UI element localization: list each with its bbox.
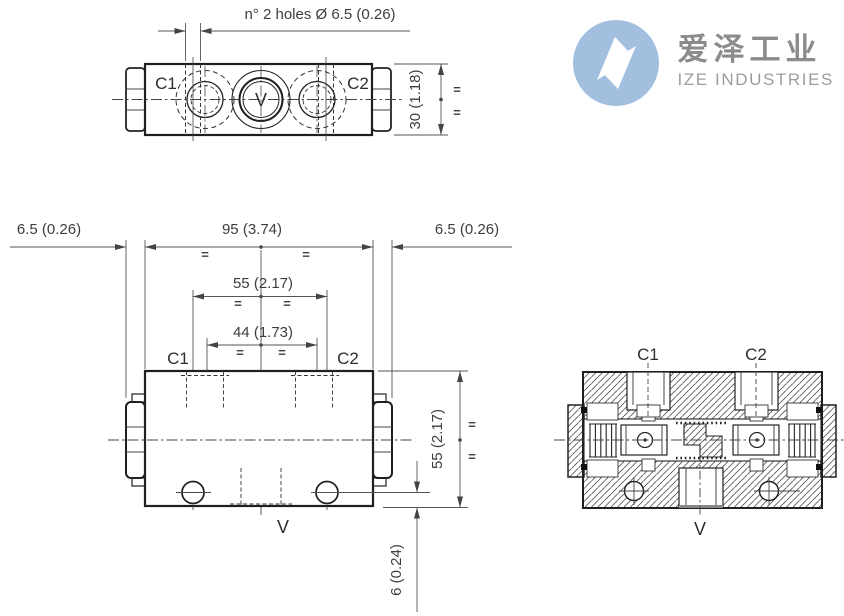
front-hole-spacing-dim-label: 55 (2.17): [233, 275, 293, 292]
top-port-c2-label: C2: [347, 74, 369, 93]
equal-mark: =: [468, 449, 476, 464]
section-port-v-label: V: [694, 519, 706, 539]
top-holes-dim-label: n° 2 holes Ø 6.5 (0.26): [244, 6, 395, 23]
watermark-text: 爱泽工业 IZE INDUSTRIES: [677, 34, 834, 90]
brand-name-cn: 爱泽工业: [677, 32, 822, 68]
top-view: n° 2 holes Ø 6.5 (0.26) 30 (1.18) = = C1…: [112, 6, 461, 141]
brand-name-en: IZE INDUSTRIES: [677, 69, 834, 89]
front-height-dim-label: 55 (2.17): [429, 409, 446, 469]
front-width-dim-label: 95 (3.74): [222, 221, 282, 238]
equal-mark: =: [283, 296, 291, 311]
section-port-c2-label: C2: [745, 345, 767, 364]
equal-mark: =: [453, 82, 461, 97]
equal-mark: =: [236, 345, 244, 360]
left-spring: [589, 423, 617, 458]
front-port-v-label: V: [277, 517, 289, 537]
front-port-spacing-dim-label: 44 (1.73): [233, 324, 293, 341]
top-port-c1-label: C1: [155, 74, 177, 93]
equal-mark: =: [453, 105, 461, 120]
shuttle-spool: [683, 423, 723, 458]
watermark-logo: 爱泽工业 IZE INDUSTRIES: [570, 16, 834, 108]
front-hole-offset-dim-label: 6 (0.24): [388, 544, 405, 596]
section-port-c1-label: C1: [637, 345, 659, 364]
equal-mark: =: [278, 345, 286, 360]
top-port-v-label: V: [255, 90, 267, 110]
front-left-offset-dim-label: 6.5 (0.26): [17, 221, 81, 238]
equal-mark: =: [302, 247, 310, 262]
equal-mark: =: [234, 296, 242, 311]
equal-mark: =: [201, 247, 209, 262]
top-height-dim-label: 30 (1.18): [407, 69, 424, 129]
front-view-body: [143, 369, 375, 508]
front-port-c1-label: C1: [167, 349, 189, 368]
right-spring: [788, 423, 816, 458]
front-view: 6.5 (0.26) 95 (3.74) 6.5 (0.26) = = 55 (…: [10, 221, 512, 612]
ize-logo-icon: [573, 20, 660, 106]
section-view: C1 C2 V: [554, 345, 844, 539]
front-right-offset-dim-label: 6.5 (0.26): [435, 221, 499, 238]
front-port-c2-label: C2: [337, 349, 359, 368]
equal-mark: =: [468, 417, 476, 432]
